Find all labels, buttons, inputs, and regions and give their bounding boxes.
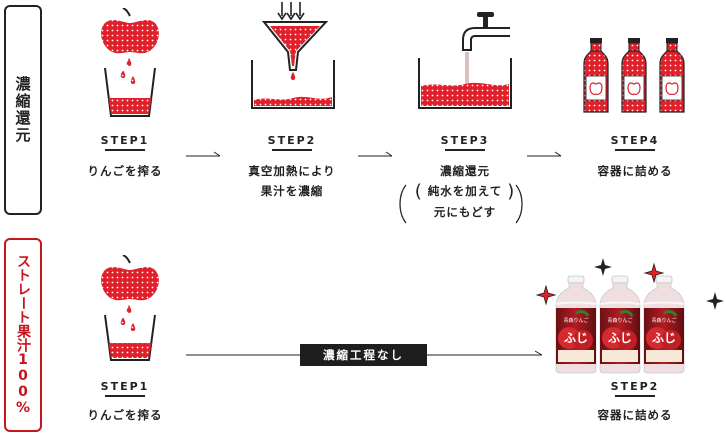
faucet-water-illustration (418, 12, 512, 109)
glass-icon (104, 314, 156, 361)
row1-step2-label: STEP2 (232, 134, 352, 151)
glass-bottles-illustration (583, 38, 685, 113)
row1-step4-label: STEP4 (575, 134, 695, 151)
row2-step2-desc: 容器に詰める (597, 408, 673, 422)
concentrate-label: 濃縮還元 (4, 5, 42, 215)
sparkle-icon (536, 262, 665, 306)
concentrate-funnel-illustration (251, 2, 335, 109)
row2-step1-desc: りんごを搾る (87, 408, 163, 422)
svg-text:青森りんご: 青森りんご (563, 317, 588, 324)
row1-step2-desc: 真空加熱により 果汁を濃縮 (248, 164, 336, 198)
apple-icon (101, 255, 159, 301)
glass-icon (104, 67, 156, 117)
row1-step1-desc: りんごを搾る (87, 164, 163, 178)
row1-step3-desc: 濃縮還元 ( 純水を加えて ) ( 元にもどす ) (414, 164, 516, 219)
row2-step1-label: STEP1 (65, 380, 185, 397)
faucet-icon (462, 12, 510, 51)
arrow-icon (186, 151, 221, 157)
sparkle-icon (594, 258, 724, 310)
row1-step4-desc: 容器に詰める (597, 164, 673, 178)
squeeze-apple-illustration (101, 8, 159, 117)
arrow-icon (358, 151, 393, 157)
svg-text:ふじ: ふじ (564, 331, 588, 345)
step3-bracket (399, 184, 523, 224)
no-concentration-badge: 濃縮工程なし (300, 344, 427, 366)
row1-step1-label: STEP1 (65, 134, 185, 151)
row2-step2-label: STEP2 (575, 380, 695, 397)
row1-step3-label: STEP3 (405, 134, 525, 151)
apple-icon (101, 8, 159, 54)
squeeze-apple-illustration-2 (101, 255, 159, 361)
arrow-icon (527, 151, 562, 157)
pet-bottles-illustration: 青森りんご ふじ (536, 258, 724, 374)
straight-juice-label: ストレート果汁100% (4, 238, 42, 432)
